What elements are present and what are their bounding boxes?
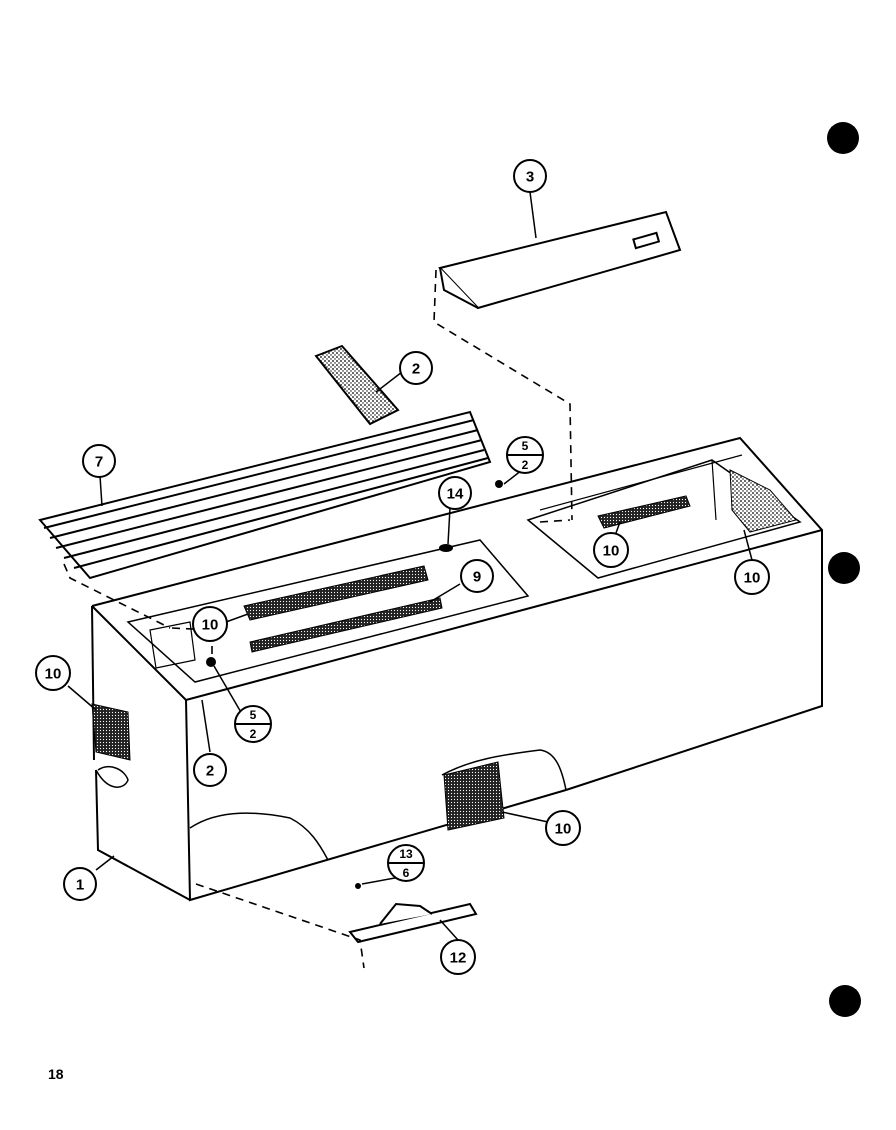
callout-12: 12	[440, 939, 476, 975]
svg-text:10: 10	[202, 617, 219, 634]
svg-text:1: 1	[76, 877, 84, 894]
gasket-corner-right	[729, 469, 797, 533]
inner-lip	[149, 621, 196, 669]
cabinet-body	[91, 436, 823, 902]
svg-text:10: 10	[744, 570, 761, 587]
gasket-left-side	[91, 703, 131, 761]
svg-text:2: 2	[206, 763, 214, 780]
access-cover	[438, 210, 682, 310]
explosion-lines	[63, 269, 573, 969]
clip-14	[439, 544, 453, 552]
svg-text:5: 5	[522, 439, 529, 453]
fraction-callout-5-2-top: 5 2	[506, 436, 544, 474]
binder-hole-middle	[828, 552, 860, 584]
screw-top	[495, 480, 503, 488]
gasket-front	[443, 761, 505, 831]
svg-text:2: 2	[250, 727, 257, 741]
leader-lines	[67, 191, 753, 941]
gasket-top-right	[597, 495, 691, 529]
fraction-callout-13-6: 13 6	[387, 844, 425, 882]
grille-louvers	[38, 410, 492, 580]
svg-text:14: 14	[447, 486, 464, 503]
bracket	[348, 902, 478, 944]
callout-10-corner: 10	[734, 559, 770, 595]
svg-text:13: 13	[399, 847, 413, 861]
screw-bracket	[355, 883, 361, 889]
callout-1: 1	[63, 867, 97, 901]
svg-text:7: 7	[95, 454, 103, 471]
svg-text:6: 6	[403, 866, 410, 880]
binder-hole-bottom	[829, 985, 861, 1017]
fraction-callout-5-2-front: 5 2	[234, 705, 272, 743]
callout-3: 3	[513, 159, 547, 193]
svg-text:9: 9	[473, 569, 481, 586]
svg-text:3: 3	[526, 169, 534, 186]
callout-14: 14	[438, 476, 472, 510]
callout-9: 9	[460, 559, 494, 593]
filter-pad	[314, 344, 400, 426]
gasket-top-strip	[243, 565, 429, 621]
callout-2-front: 2	[193, 753, 227, 787]
callout-7: 7	[82, 444, 116, 478]
svg-text:10: 10	[555, 821, 572, 838]
svg-text:2: 2	[522, 458, 529, 472]
callout-10-top-right: 10	[593, 532, 629, 568]
svg-text:10: 10	[45, 666, 62, 683]
svg-text:10: 10	[603, 543, 620, 560]
callout-10-top-strip: 10	[192, 606, 228, 642]
binder-hole-top	[827, 122, 859, 154]
callout-2-filter: 2	[399, 351, 433, 385]
rail-bar	[249, 597, 443, 653]
page-number: 18	[48, 1066, 64, 1082]
svg-text:2: 2	[412, 361, 420, 378]
screw-front	[206, 657, 216, 667]
svg-text:5: 5	[250, 708, 257, 722]
callout-10-front: 10	[545, 810, 581, 846]
svg-text:12: 12	[450, 950, 467, 967]
callout-10-side: 10	[35, 655, 71, 691]
